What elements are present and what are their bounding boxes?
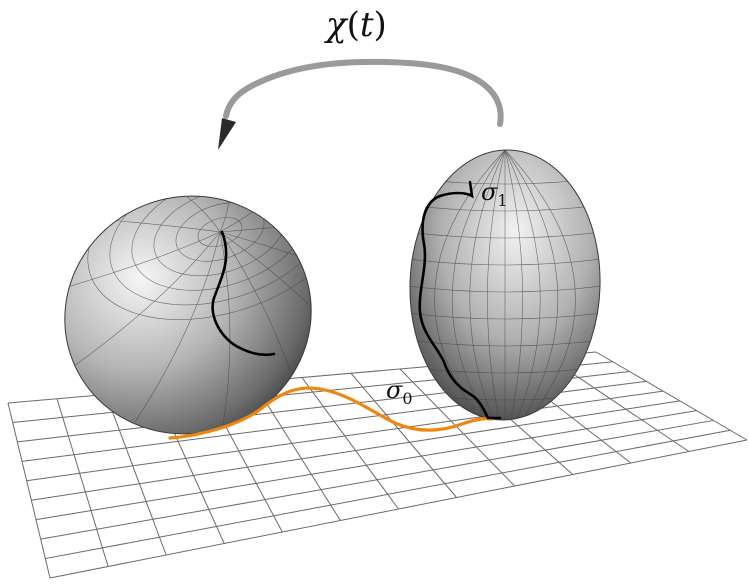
- sigma0-label: σ0: [386, 376, 413, 408]
- right-ellipsoid: [405, 149, 605, 421]
- sigma1-label: σ1: [481, 178, 508, 210]
- sigma1-path: [418, 180, 502, 420]
- chi-label: χ(t): [324, 5, 387, 45]
- curved-arrow-icon: [218, 58, 504, 150]
- left-ellipsoid-curve: [211, 230, 276, 357]
- sigma0-path: [168, 386, 494, 440]
